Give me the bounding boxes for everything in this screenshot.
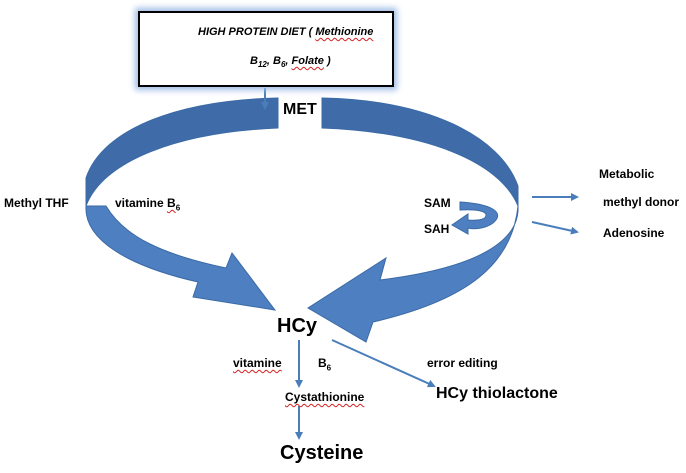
sah-label: SAH — [424, 222, 450, 236]
right-cycle-arrow — [307, 97, 519, 343]
diet-high-protein: HIGH PROTEIN DIET ( — [198, 26, 316, 38]
diet-b12: B12 — [250, 55, 267, 70]
methyl-donor-label: methyl donor — [603, 195, 680, 209]
error-editing-label: error editing — [427, 356, 498, 370]
diet-folate: Folate — [291, 55, 324, 67]
met-label: MET — [283, 101, 317, 118]
vitamine-lower-label: vitamine — [233, 356, 282, 370]
hcy-label: HCy — [277, 315, 318, 337]
metabolic-label: Metabolic — [599, 167, 655, 181]
diet-b6: B6 — [272, 55, 286, 70]
vitamine-b6-left-label: vitamine B6 — [115, 196, 181, 213]
diet-line-1: HIGH PROTEIN DIET ( Methionine — [198, 25, 373, 39]
sam-sah-curved-arrow — [451, 201, 498, 235]
hcy-to-thiolactone-arrow — [331, 339, 436, 388]
right-arrow-body — [307, 205, 519, 343]
hcy-thiolactone-label: HCy thiolactone — [436, 385, 558, 402]
diet-box: HIGH PROTEIN DIET ( Methionine B12, B6, … — [138, 11, 394, 87]
right-arrow-top-face — [321, 97, 519, 207]
left-arrow-top-face — [85, 97, 279, 207]
cystathionine-label: Cystathionine — [285, 390, 365, 404]
left-arrow-body — [85, 205, 277, 311]
arrow-to-adenosine — [531, 221, 579, 235]
b6-lower-label: B6 — [318, 356, 332, 373]
diet-line-2: B12, B6, Folate ) — [250, 55, 331, 70]
left-cycle-arrow — [85, 97, 279, 311]
sam-label: SAM — [424, 196, 451, 210]
methyl-thf-label: Methyl THF — [4, 196, 69, 210]
cysteine-label: Cysteine — [280, 442, 364, 464]
adenosine-label: Adenosine — [603, 226, 665, 240]
diet-methionine: Methionine — [315, 26, 374, 38]
